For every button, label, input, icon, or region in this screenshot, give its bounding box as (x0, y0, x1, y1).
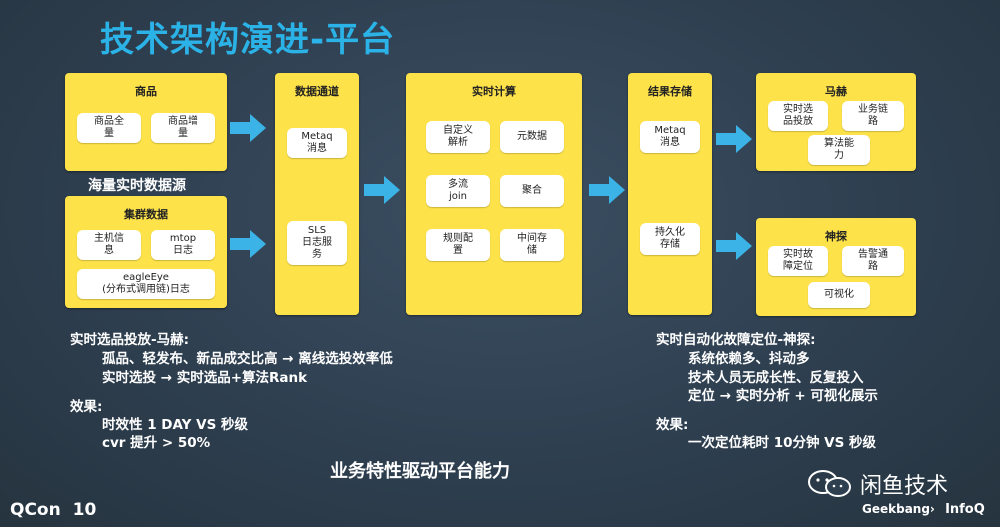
goods-increment: 商品增 量 (151, 113, 215, 143)
brand-name: 闲鱼技术 (860, 474, 949, 499)
compute-aggregate: 聚合 (500, 175, 564, 207)
store-head: 结果存储 (648, 85, 692, 98)
mahe-biz-link: 业务链 路 (842, 101, 904, 131)
compute-custom-parse: 自定义 解析 (426, 121, 490, 153)
channel-head: 数据通道 (295, 85, 339, 98)
qcon-ten: 10 (72, 500, 97, 520)
left-heading: 实时选品投放-马赫: (70, 332, 190, 348)
compute-mid-storage: 中间存 储 (500, 229, 564, 261)
goods-head: 商品 (135, 85, 157, 98)
wechat-brand: 闲鱼技术 (806, 468, 948, 500)
shentan-fault-locate: 实时故 障定位 (768, 246, 828, 276)
arrow-right-icon (364, 176, 400, 204)
right-effect-label: 效果: (656, 417, 689, 433)
left-effect-label: 效果: (70, 399, 103, 415)
goods-full: 商品全 量 (77, 113, 141, 143)
right-line-4: 定位 → 实时分析 + 可视化展示 (688, 388, 878, 404)
left-effect-1: 时效性 1 DAY VS 秒级 (102, 417, 249, 433)
right-line-3: 技术人员无成长性、反复投入 (688, 370, 864, 386)
store-metaq: Metaq 消息 (640, 121, 700, 153)
shentan-box: 神探 实时故 障定位 告警通 路 可视化 (756, 218, 916, 316)
compute-multistream-join: 多流 join (426, 175, 490, 207)
source-label: 海量实时数据源 (88, 178, 186, 194)
compute-rule-config: 规则配 置 (426, 229, 490, 261)
compute-head: 实时计算 (472, 85, 516, 98)
left-line-3: 实时选投 → 实时选品+算法Rank (102, 370, 308, 386)
shentan-alert: 告警通 路 (842, 246, 904, 276)
qcon-text: QCon (10, 500, 61, 520)
sponsor-logos: Geekbang› InfoQ (862, 502, 985, 517)
arrow-right-icon (230, 230, 266, 258)
cluster-eagleeye: eagleEye (分布式调用链)日志 (77, 269, 215, 299)
qcon-logo: QCon 10 (10, 500, 96, 520)
cluster-mtop: mtop 日志 (151, 230, 215, 260)
arrow-right-icon (716, 125, 752, 153)
cluster-head: 集群数据 (124, 208, 168, 221)
infoq-logo: InfoQ (945, 502, 985, 517)
bottom-title: 业务特性驱动平台能力 (330, 461, 510, 482)
arrow-right-icon (716, 232, 752, 260)
page-title: 技术架构演进-平台 (100, 20, 396, 60)
mahe-head: 马赫 (825, 85, 847, 98)
channel-box: 数据通道 Metaq 消息 SLS 日志服 务 (275, 73, 359, 315)
cluster-host: 主机信 息 (77, 230, 141, 260)
geekbang-logo: Geekbang› (862, 502, 935, 516)
arrow-right-icon (230, 114, 266, 142)
right-heading: 实时自动化故障定位-神探: (656, 332, 816, 348)
shentan-visualize: 可视化 (808, 282, 870, 308)
channel-metaq: Metaq 消息 (287, 128, 347, 158)
shentan-head: 神探 (825, 230, 847, 243)
right-effect-1: 一次定位耗时 10分钟 VS 秒级 (688, 435, 877, 451)
channel-sls: SLS 日志服 务 (287, 221, 347, 265)
cluster-box: 集群数据 主机信 息 mtop 日志 eagleEye (分布式调用链)日志 (65, 196, 227, 308)
mahe-algo: 算法能 力 (808, 135, 870, 165)
left-effect-2: cvr 提升 > 50% (102, 435, 211, 451)
right-line-2: 系统依赖多、抖动多 (688, 351, 810, 367)
mahe-select-deliver: 实时选 品投放 (768, 101, 828, 131)
arrow-right-icon (589, 176, 625, 204)
mahe-box: 马赫 实时选 品投放 业务链 路 算法能 力 (756, 73, 916, 171)
goods-box: 商品 商品全 量 商品增 量 (65, 73, 227, 171)
compute-metadata: 元数据 (500, 121, 564, 153)
store-box: 结果存储 Metaq 消息 持久化 存储 (628, 73, 712, 315)
store-persist: 持久化 存储 (640, 223, 700, 255)
wechat-icon (808, 470, 851, 497)
left-line-2: 孤品、轻发布、新品成交比高 → 离线选投效率低 (102, 351, 393, 367)
compute-box: 实时计算 自定义 解析 元数据 多流 join 聚合 规则配 置 中间存 储 (406, 73, 582, 315)
